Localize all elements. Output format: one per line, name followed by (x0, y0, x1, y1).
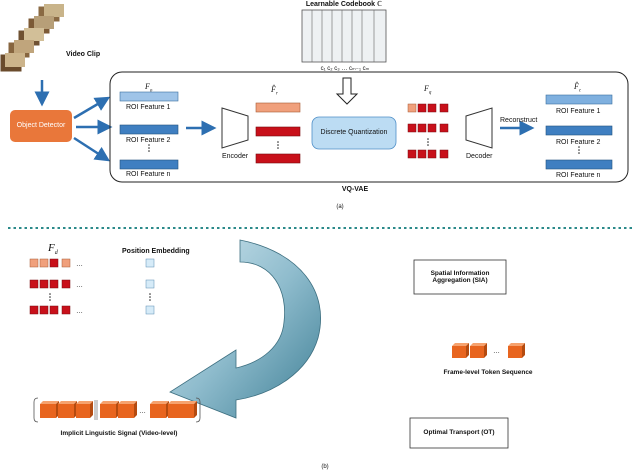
roi-feature-n-label: ROI Feature n (126, 171, 171, 178)
signal-token-dots: … (139, 408, 146, 415)
decoder-trapezoid (465, 107, 493, 149)
ot-box (409, 417, 509, 449)
sia-box (413, 259, 507, 295)
fc-symbol: F̂c (574, 83, 581, 94)
reconstruct-label: Reconstruct (500, 117, 538, 124)
encoder-label: Encoder (222, 153, 249, 160)
fd-symbol: Fd (48, 242, 58, 257)
object-detector-box (10, 110, 72, 142)
implicit-signal-label: Implicit Linguistic Signal (Video-level) (60, 430, 178, 437)
vqvae-container (109, 71, 629, 183)
fd-token-grid (29, 258, 71, 315)
fo-sub: o (149, 88, 153, 94)
fr-main: F̂ (271, 85, 276, 94)
roi-feature-bars (119, 91, 179, 170)
recon-feature-1-label: ROI Feature 1 (556, 108, 601, 115)
big-curved-arrow (169, 239, 321, 419)
frame-token-dots: … (493, 348, 500, 355)
quantized-tokens (407, 103, 449, 159)
fr-sub: r (275, 91, 278, 97)
fd-row-2-dots: … (76, 282, 83, 289)
fd-sub: d (54, 250, 58, 257)
position-embedding-label: Position Embedding (122, 248, 190, 255)
caption-b: (b) (321, 464, 329, 470)
frame-tokens-label: Frame-level Token Sequence (443, 369, 533, 376)
implicit-signal-tokens (33, 397, 201, 423)
recon-feature-2-label: ROI Feature 2 (556, 139, 601, 146)
fc-sub: c (578, 88, 582, 94)
frame-level-tokens (452, 343, 525, 358)
sia-label: Spatial Information Aggregation (SIA) (430, 269, 490, 284)
fd-row-1-dots: … (76, 261, 83, 268)
object-detector-label: Object Detector (16, 121, 66, 129)
encoded-tokens (255, 102, 301, 164)
caption-a: (a) (336, 204, 344, 210)
fq-sub: q (428, 90, 432, 96)
arrow-codebook-to-quant (335, 77, 359, 105)
recon-feature-n-label: ROI Feature n (556, 172, 601, 179)
fq-main: F (424, 84, 429, 93)
codebook (301, 9, 387, 63)
codebook-title: Learnable Codebook ℂ (305, 1, 383, 8)
codebook-entry-labels: c₁ c₂ c₃ … cₘ₋₁ cₘ (320, 66, 370, 72)
fr-symbol: F̂r (271, 86, 278, 97)
fd-row-n-dots: … (76, 308, 83, 315)
discrete-quantization-label: Discrete Quantization (320, 128, 388, 136)
discrete-quantization-box (311, 116, 397, 150)
vqvae-label: VQ-VAE (341, 186, 369, 193)
position-embedding-tokens (145, 258, 155, 315)
reconstructed-bars (545, 94, 613, 170)
fc-main: F̂ (574, 82, 579, 91)
ot-label: Optimal Transport (OT) (423, 429, 495, 437)
arrow-detector-to-roi1 (73, 96, 111, 120)
roi-feature-2-label: ROI Feature 2 (126, 137, 171, 144)
roi-feature-1-label: ROI Feature 1 (126, 104, 171, 111)
encoder-trapezoid (221, 107, 249, 149)
fq-symbol: Fq (424, 85, 431, 96)
decoder-label: Decoder (466, 153, 493, 160)
fd-main: F (48, 242, 55, 254)
fo-main: F (145, 82, 150, 91)
video-clip-frames (0, 4, 64, 73)
video-clip-label: Video Clip (66, 51, 101, 58)
fo-symbol: Fo (145, 83, 152, 94)
arrow-detector-to-roin (73, 136, 111, 162)
